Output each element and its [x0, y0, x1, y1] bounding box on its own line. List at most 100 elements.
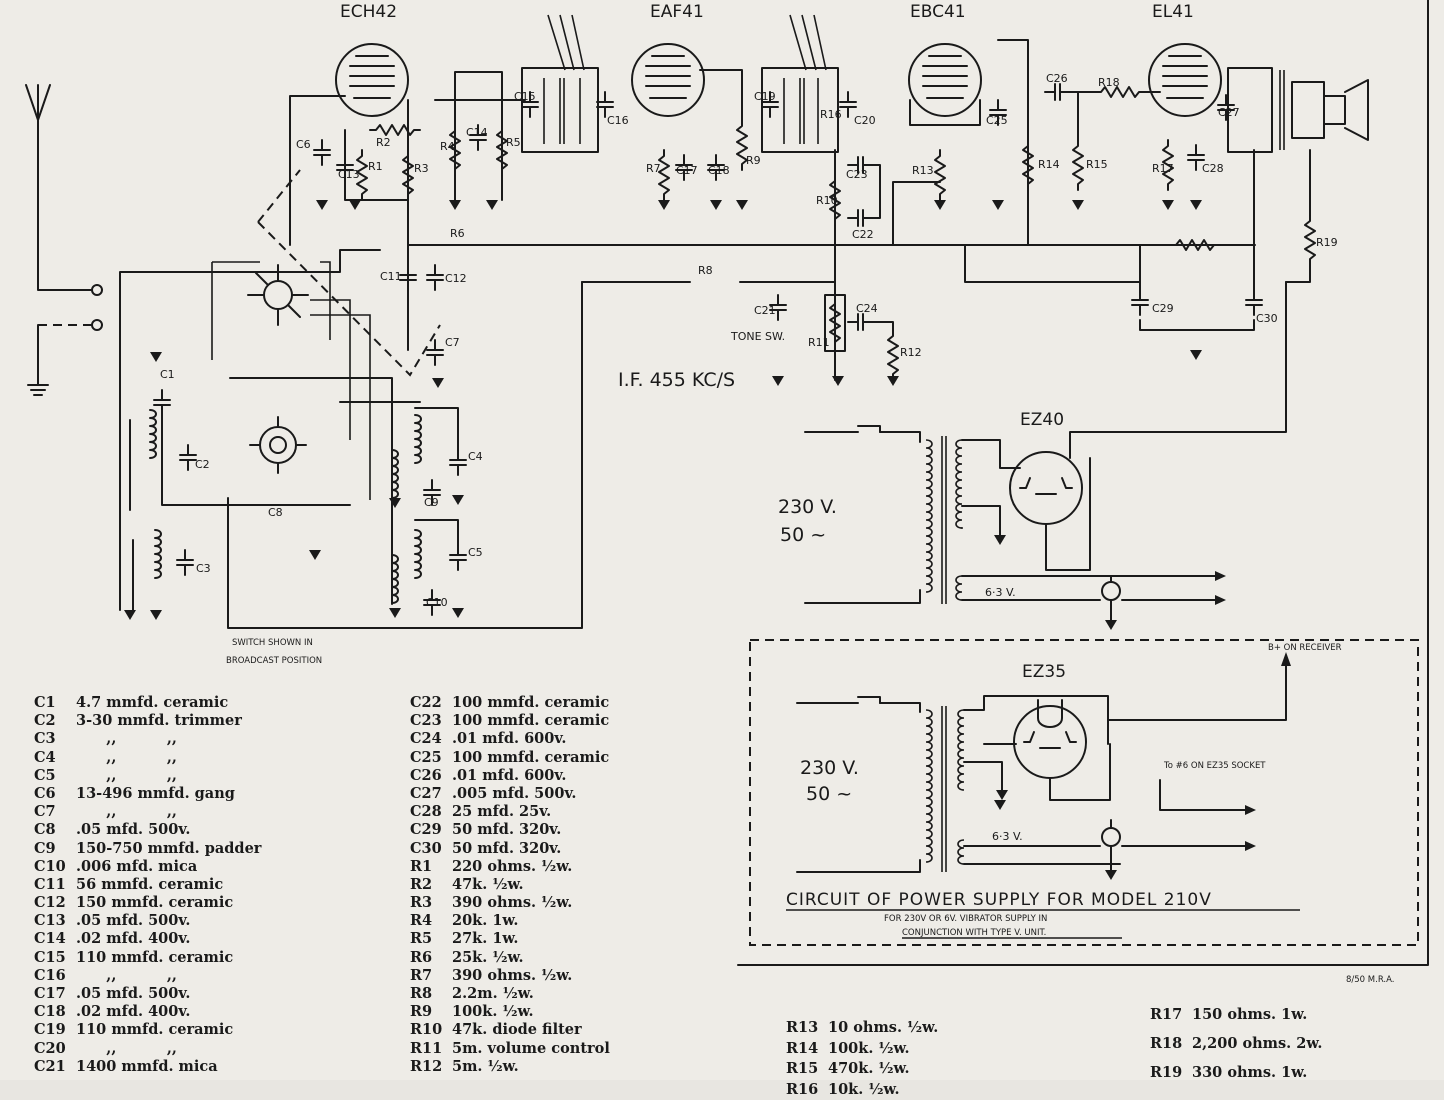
label-c26: C26: [1046, 72, 1068, 85]
part-description: 100k. ½w.: [828, 1040, 910, 1057]
part-ref: R12: [410, 1058, 452, 1076]
tube-label-ebc41: EBC41: [910, 2, 966, 22]
part-ref: C16: [34, 967, 76, 985]
part-description: 470k. ½w.: [828, 1060, 910, 1077]
aerial-coil: [130, 390, 350, 510]
label-c30: C30: [1256, 312, 1278, 325]
power-supply-ez40: EZ40 230 V. 50 ~ 6·3 V.: [778, 410, 1226, 630]
part-ref: C25: [410, 749, 452, 767]
part-description: .05 mfd. 500v.: [76, 985, 190, 1002]
part-description: 47k. ½w.: [452, 876, 524, 893]
part-description: 10 ohms. ½w.: [828, 1019, 938, 1036]
if-frequency-label: I.F. 455 KC/S: [618, 369, 735, 391]
part-ref: C29: [410, 821, 452, 839]
ez35-label: EZ35: [1022, 662, 1066, 682]
part-ref: C4: [34, 749, 76, 767]
parts-list-row: C7 ,, ,,: [34, 803, 261, 821]
part-ref: R14: [786, 1039, 828, 1060]
ebc41-el41-stage: [990, 40, 1315, 315]
part-ref: R16: [786, 1080, 828, 1100]
parts-list-row: C5 ,, ,,: [34, 767, 261, 785]
label-c21: C21: [754, 304, 776, 317]
part-description: 150 ohms. 1w.: [1192, 1006, 1307, 1023]
parts-list-row: C17.05 mfd. 500v.: [34, 985, 261, 1003]
parts-list-row: C4 ,, ,,: [34, 749, 261, 767]
part-ref: C9: [34, 840, 76, 858]
part-description: 220 ohms. ½w.: [452, 858, 572, 875]
part-description: 25k. ½w.: [452, 949, 524, 966]
part-ref: C26: [410, 767, 452, 785]
part-description: 110 mmfd. ceramic: [76, 1021, 233, 1038]
receiver-boundary: [738, 0, 1428, 965]
part-ref: C7: [34, 803, 76, 821]
part-description: 50 mfd. 320v.: [452, 840, 561, 857]
part-ref: R17: [1150, 1000, 1192, 1029]
label-r11: R11: [808, 336, 830, 349]
label-c17: C17: [676, 164, 698, 177]
label-r2: R2: [376, 136, 391, 149]
part-ref: R19: [1150, 1058, 1192, 1087]
label-r1: R1: [368, 160, 383, 173]
parts-list-row: C20 ,, ,,: [34, 1040, 261, 1058]
parts-list-row: C10.006 mfd. mica: [34, 858, 261, 876]
parts-list-row: C14.02 mfd. 400v.: [34, 930, 261, 948]
part-ref: R13: [786, 1018, 828, 1039]
tube-label-el41: EL41: [1152, 2, 1194, 22]
part-ref: C22: [410, 694, 452, 712]
part-description: 150-750 mmfd. padder: [76, 840, 261, 857]
part-ref: R4: [410, 912, 452, 930]
part-description: .02 mfd. 400v.: [76, 930, 190, 947]
label-c7: C7: [445, 336, 460, 349]
label-r16: R16: [820, 108, 842, 121]
part-description: .01 mfd. 600v.: [452, 767, 566, 784]
ps-subtitle-2: CONJUNCTION WITH TYPE V. UNIT.: [902, 928, 1046, 938]
part-description: 390 ohms. ½w.: [452, 894, 572, 911]
osc-coils-right: [392, 408, 466, 615]
label-r18: R18: [1098, 76, 1120, 89]
label-r10: R10: [816, 194, 838, 207]
label-c3: C3: [196, 562, 211, 575]
label-c6: C6: [296, 138, 311, 151]
label-r4: R4: [440, 140, 455, 153]
part-description: 2.2m. ½w.: [452, 985, 534, 1002]
label-r12: R12: [900, 346, 922, 359]
part-ref: C28: [410, 803, 452, 821]
b-plus-label: B+ ON RECEIVER: [1268, 643, 1342, 653]
part-ref: R15: [786, 1059, 828, 1080]
ps1-voltage: 230 V.: [778, 496, 837, 518]
part-description: 13-496 mmfd. gang: [76, 785, 235, 802]
label-c11: C11: [380, 270, 402, 283]
part-description: ,, ,,: [76, 767, 177, 784]
part-ref: C6: [34, 785, 76, 803]
ps2-frequency: 50 ~: [806, 783, 852, 805]
label-c2: C2: [195, 458, 210, 471]
detector-stage: [770, 100, 980, 380]
label-r6: R6: [450, 227, 465, 240]
part-description: 20k. 1w.: [452, 912, 518, 929]
label-c5: C5: [468, 546, 483, 559]
output-transformer: [1228, 68, 1368, 152]
parts-list-row: C13.05 mfd. 500v.: [34, 912, 261, 930]
part-description: 5m. volume control: [452, 1040, 610, 1057]
part-ref: C14: [34, 930, 76, 948]
tube-label-eaf41: EAF41: [650, 2, 704, 22]
part-description: ,, ,,: [76, 1040, 177, 1057]
label-c25: C25: [986, 114, 1008, 127]
part-ref: R5: [410, 930, 452, 948]
part-description: 27k. 1w.: [452, 930, 518, 947]
part-ref: C17: [34, 985, 76, 1003]
label-c29: C29: [1152, 302, 1174, 315]
part-description: 330 ohms. 1w.: [1192, 1064, 1307, 1081]
